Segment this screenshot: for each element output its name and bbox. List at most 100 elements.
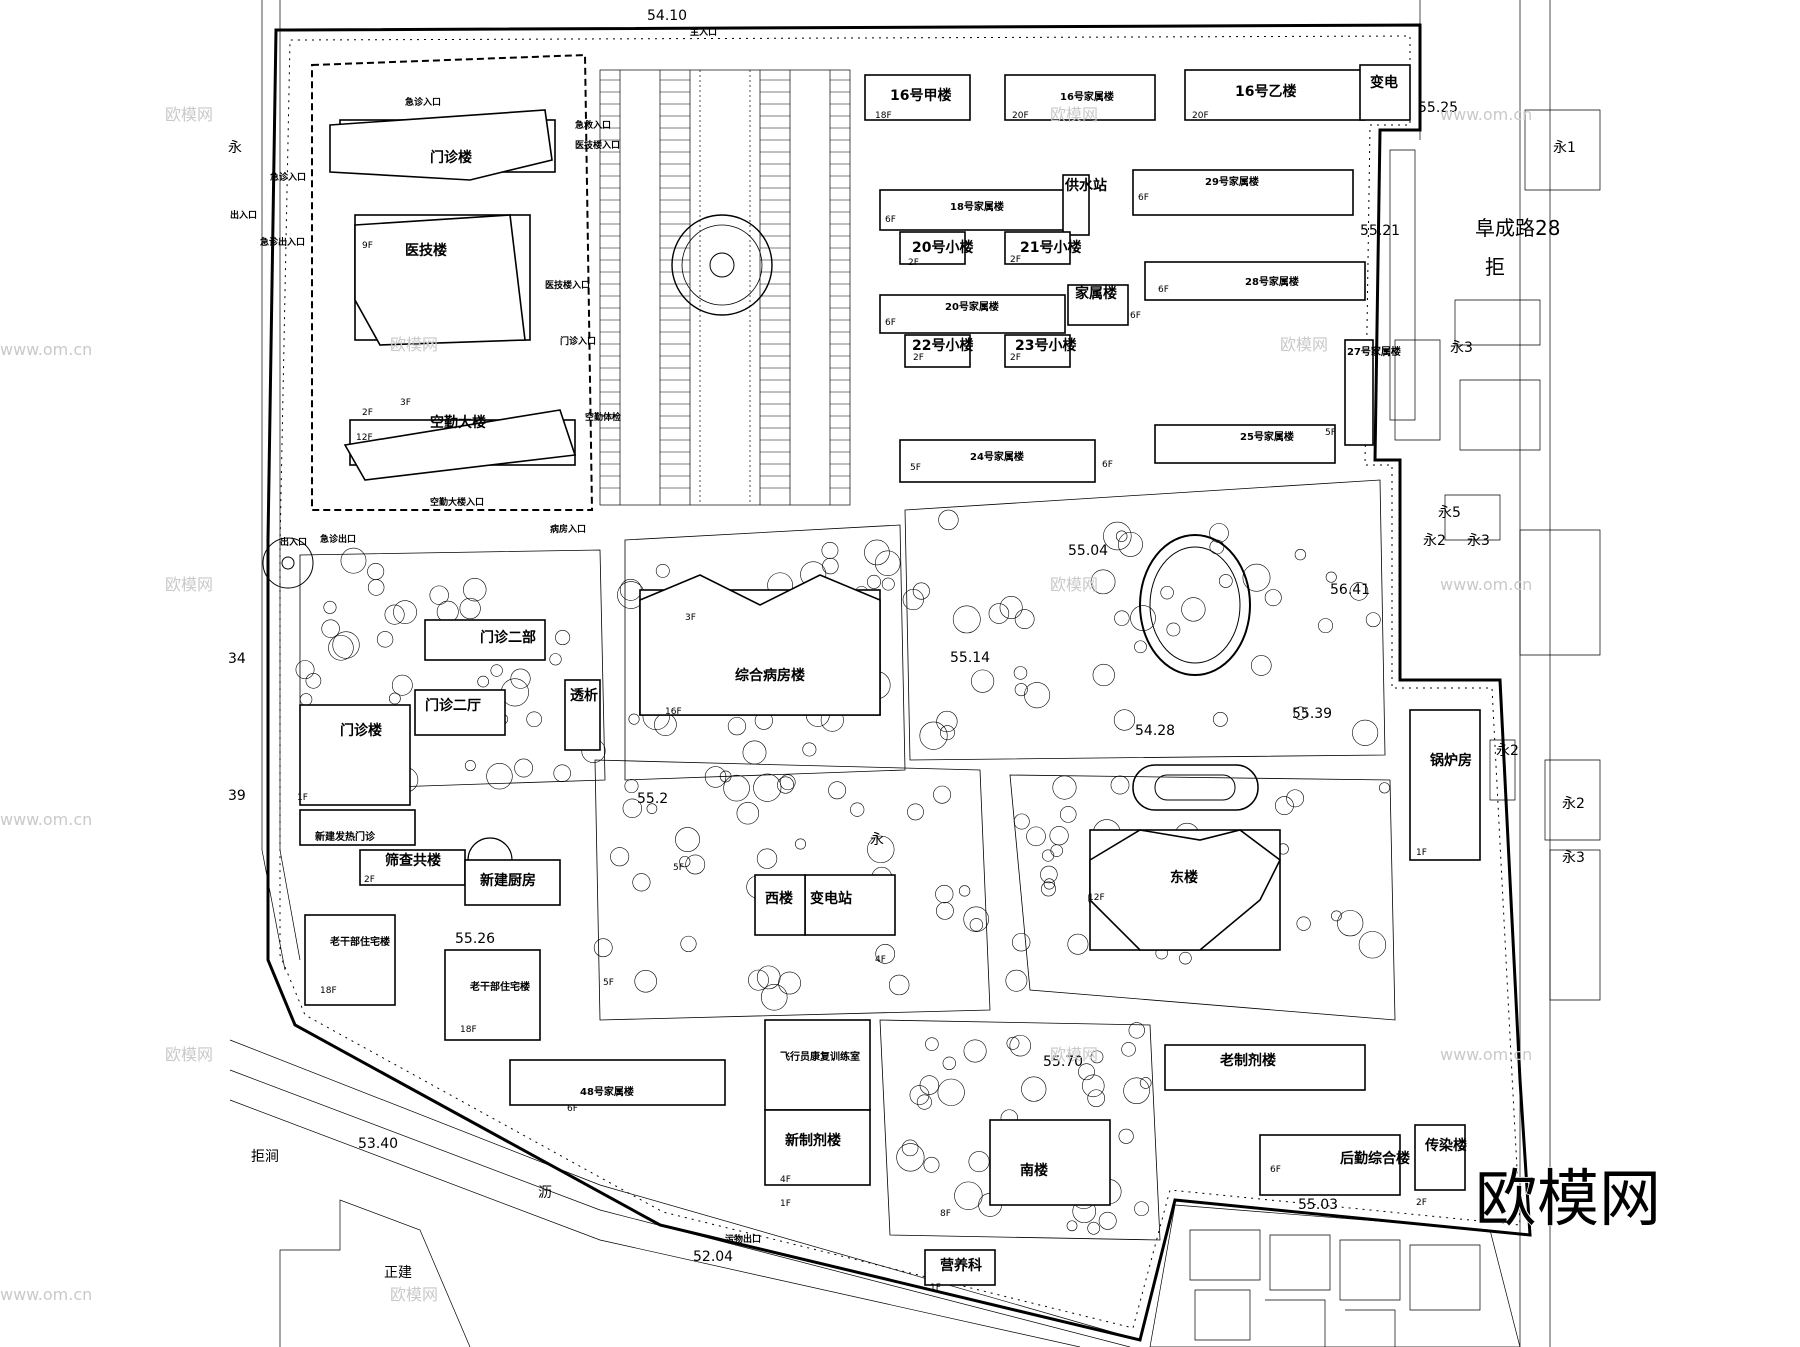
tree-icon <box>1026 826 1046 847</box>
building-label: 东楼 <box>1170 869 1198 886</box>
tree-icon <box>1042 849 1055 862</box>
tree-icon <box>1121 1042 1136 1057</box>
building-footprint <box>879 189 1066 231</box>
building-label: 老制剂楼 <box>1220 1052 1276 1069</box>
building-footprint <box>754 874 806 936</box>
watermark-text: www.om.cn <box>1440 575 1532 594</box>
surrounding-roads <box>229 0 1601 1347</box>
building-label: 20号小楼 <box>912 239 973 256</box>
elevation-label: 55.21 <box>1360 223 1400 239</box>
tree-icon <box>340 547 367 574</box>
entrance-label: 出入口 <box>230 209 257 221</box>
elevation-label: 56.41 <box>1330 582 1370 598</box>
building-label: 门诊楼 <box>340 722 382 739</box>
tree-icon <box>1128 1022 1145 1039</box>
tree-icon <box>777 776 795 794</box>
tree-icon <box>679 856 691 868</box>
building-footprint <box>1132 169 1354 216</box>
building-footprint <box>989 1119 1111 1206</box>
building-label: 空勤大楼 <box>430 414 486 431</box>
building-footprint <box>879 294 1066 334</box>
tree-icon <box>963 906 989 933</box>
tree-icon <box>896 1143 925 1172</box>
building-footprint <box>359 849 466 886</box>
floor-count-label: 5F <box>603 978 614 988</box>
floor-count-label: 20F <box>1012 111 1029 121</box>
tree-icon <box>802 742 817 757</box>
building-footprint <box>899 439 1096 483</box>
floor-count-label: 6F <box>885 215 896 225</box>
tree-icon <box>881 577 895 591</box>
floor-count-label: 6F <box>885 318 896 328</box>
tree-icon <box>1087 1089 1106 1108</box>
roundabout <box>671 214 773 316</box>
watermark-text: 欧模网 <box>1050 575 1098 594</box>
tree-icon <box>1264 589 1282 607</box>
tree-icon <box>1209 523 1229 543</box>
tree-icon <box>936 901 954 920</box>
tree-icon <box>514 758 533 778</box>
tree-icon <box>328 635 354 661</box>
tree-icon <box>593 938 613 958</box>
tree-icon <box>675 827 700 852</box>
floor-count-label: 12F <box>1088 893 1105 903</box>
building-label: 21号小楼 <box>1020 239 1081 256</box>
tree-icon <box>1130 605 1156 631</box>
floor-count-label: 4F <box>875 955 886 965</box>
tree-icon <box>1166 622 1181 637</box>
tree-icon <box>1014 609 1035 630</box>
tree-icon <box>999 596 1023 619</box>
tree-icon <box>1012 933 1031 952</box>
tree-icon <box>1013 666 1028 680</box>
entrance-label: 主入口 <box>690 26 717 38</box>
tree-icon <box>919 721 948 750</box>
tree-icon <box>459 597 481 620</box>
tree-icon <box>969 918 984 932</box>
building-label: 锅炉房 <box>1430 752 1472 769</box>
tree-icon <box>477 675 489 688</box>
building-footprint <box>764 1019 871 1111</box>
tree-icon <box>1331 910 1342 922</box>
tree-icon <box>753 773 782 802</box>
building-label: 老干部住宅楼 <box>469 980 530 993</box>
watermark-text: 欧模网 <box>1280 335 1328 354</box>
surrounding-label: 永3 <box>1562 850 1585 866</box>
floor-count-label: 5F <box>673 863 684 873</box>
tree-icon <box>1286 789 1305 808</box>
tree-icon <box>553 764 571 783</box>
tree-icon <box>968 1151 990 1173</box>
tree-icon <box>1160 585 1174 600</box>
building-accents <box>329 109 1282 951</box>
tree-icon <box>1337 910 1364 937</box>
watermark-text: www.om.cn <box>0 810 92 829</box>
tree-icon <box>864 539 890 566</box>
building-footprint <box>299 704 411 806</box>
watermark-text: 欧模网 <box>1050 105 1098 124</box>
tree-icon <box>912 582 930 600</box>
elevation-label: 55.14 <box>950 650 990 666</box>
floor-count-label: 6F <box>1102 460 1113 470</box>
tree-icon <box>719 770 732 783</box>
surrounding-label: 34 <box>228 651 246 667</box>
building-footprint <box>1409 709 1481 861</box>
tree-icon <box>1242 563 1271 592</box>
elevation-label: 55.26 <box>455 931 495 947</box>
tree-icon <box>938 509 959 531</box>
tree-icon <box>937 1078 965 1106</box>
floor-count-label: 6F <box>1130 311 1141 321</box>
building-label: 变电 <box>1370 74 1398 91</box>
tree-icon <box>321 619 340 638</box>
tree-icon <box>821 542 839 559</box>
tree-icon <box>1067 933 1089 955</box>
building-footprint <box>1004 74 1156 121</box>
tree-icon <box>778 971 801 995</box>
surrounding-label: 永3 <box>1450 340 1473 356</box>
tree-icon <box>305 672 322 689</box>
watermark-text: www.om.cn <box>0 340 92 359</box>
tree-icon <box>1098 1211 1117 1230</box>
building-label: 营养科 <box>940 1257 982 1274</box>
tree-icon <box>1115 530 1128 542</box>
tree-icon <box>935 885 954 904</box>
elevation-label: 55.39 <box>1292 706 1332 722</box>
